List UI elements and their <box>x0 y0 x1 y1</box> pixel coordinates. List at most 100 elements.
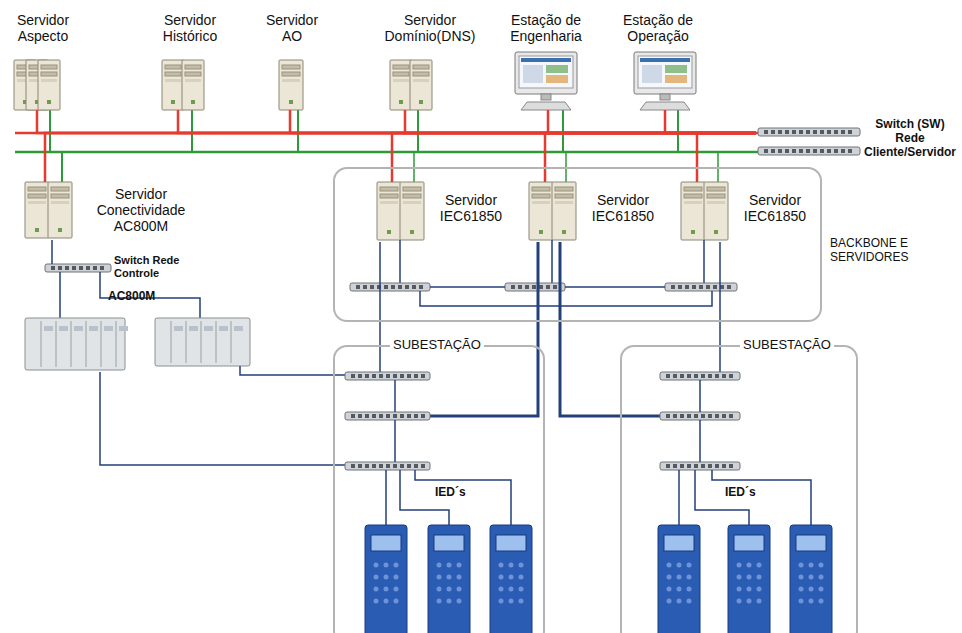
wire <box>394 380 396 412</box>
device-detail <box>380 194 398 198</box>
ied-button <box>667 575 672 580</box>
switch-port <box>518 285 522 289</box>
server-tower <box>279 60 303 110</box>
module-edge <box>86 321 87 367</box>
node-label: Servidor Histórico <box>154 12 226 44</box>
ied-button <box>394 587 399 592</box>
switch-port <box>407 414 411 418</box>
module-plate <box>219 326 228 331</box>
switch-port <box>813 149 817 153</box>
network-link <box>548 110 756 133</box>
switch-port <box>673 374 677 378</box>
wire <box>385 470 387 525</box>
switch-port <box>722 464 726 468</box>
ied-display <box>734 535 764 551</box>
ied-device <box>728 525 770 633</box>
switch-port <box>414 464 418 468</box>
module-edge <box>41 321 42 367</box>
device-detail <box>403 201 421 204</box>
switch-port <box>727 285 731 289</box>
switch-port <box>687 414 691 418</box>
module-plate <box>89 326 98 331</box>
device-detail <box>282 65 300 69</box>
ied-device <box>365 525 407 633</box>
device-detail <box>282 79 300 82</box>
node-label: SUBESTAÇÃO <box>390 338 484 353</box>
node-label: Servidor IEC61850 <box>738 192 812 224</box>
network-switch <box>660 412 740 420</box>
network-switch <box>758 128 860 136</box>
switch-port <box>386 374 390 378</box>
device-detail <box>41 79 57 82</box>
device-detail <box>532 194 550 198</box>
module-plate <box>44 326 53 331</box>
server-node: Servidor Conectividade AC800M <box>20 182 212 240</box>
ied-button <box>819 563 824 568</box>
status-led <box>419 100 423 104</box>
switch-port <box>379 374 383 378</box>
node-label: Switch Rede Controle <box>114 254 194 279</box>
status-led <box>562 230 566 234</box>
ied-button <box>737 599 742 604</box>
switch-port <box>421 414 425 418</box>
network-link <box>100 372 333 465</box>
switch-port <box>525 285 529 289</box>
switch-port <box>365 374 369 378</box>
switch-port <box>701 464 705 468</box>
switch-node: Switch Rede Controle <box>42 254 196 284</box>
switch-port <box>393 464 397 468</box>
switch-port <box>532 285 536 289</box>
module-edge <box>116 321 117 367</box>
workstation-monitor <box>634 52 696 94</box>
network-link <box>37 110 756 133</box>
keyboard <box>521 102 571 110</box>
node-label: Servidor IEC61850 <box>434 192 508 224</box>
status-led <box>58 228 62 232</box>
status-led <box>714 230 718 234</box>
ied-device <box>428 525 470 633</box>
device-detail <box>380 201 398 204</box>
ied-button <box>687 575 692 580</box>
switch-port <box>722 414 726 418</box>
group-box: SUBESTAÇÃOIED´s <box>333 345 545 633</box>
network-switch <box>345 372 430 380</box>
switch-port <box>708 464 712 468</box>
device-detail <box>660 94 670 100</box>
network-link <box>392 133 756 182</box>
switch-port <box>393 374 397 378</box>
switch-port <box>827 130 831 134</box>
ied-button <box>457 575 462 580</box>
device-detail <box>707 201 725 204</box>
network-switch <box>345 412 430 420</box>
ied-button <box>819 599 824 604</box>
wire <box>565 286 665 288</box>
switch-port <box>678 285 682 289</box>
switch-port <box>666 414 670 418</box>
device-detail <box>28 187 46 191</box>
ied-button <box>667 599 672 604</box>
network-link <box>405 110 756 133</box>
ied-button <box>374 599 379 604</box>
node-label: Estação de Operação <box>617 12 699 44</box>
device-detail <box>51 201 69 204</box>
ied-button <box>687 599 692 604</box>
switch-port <box>778 149 782 153</box>
switch-port <box>848 130 852 134</box>
green-bus <box>15 151 758 154</box>
wire <box>240 366 345 375</box>
switch-port <box>799 130 803 134</box>
green-drop <box>61 152 63 182</box>
status-led <box>410 230 414 234</box>
switch-port <box>680 414 684 418</box>
node-label: AC800M <box>108 290 155 304</box>
device-detail <box>555 187 573 191</box>
server-tower <box>529 182 553 240</box>
module-edge <box>101 321 102 367</box>
switch-port <box>687 464 691 468</box>
ied-button <box>374 563 379 568</box>
wire <box>59 272 61 284</box>
device-detail <box>51 187 69 191</box>
switch-port <box>358 414 362 418</box>
ied-button <box>667 563 672 568</box>
ied-button <box>509 563 514 568</box>
